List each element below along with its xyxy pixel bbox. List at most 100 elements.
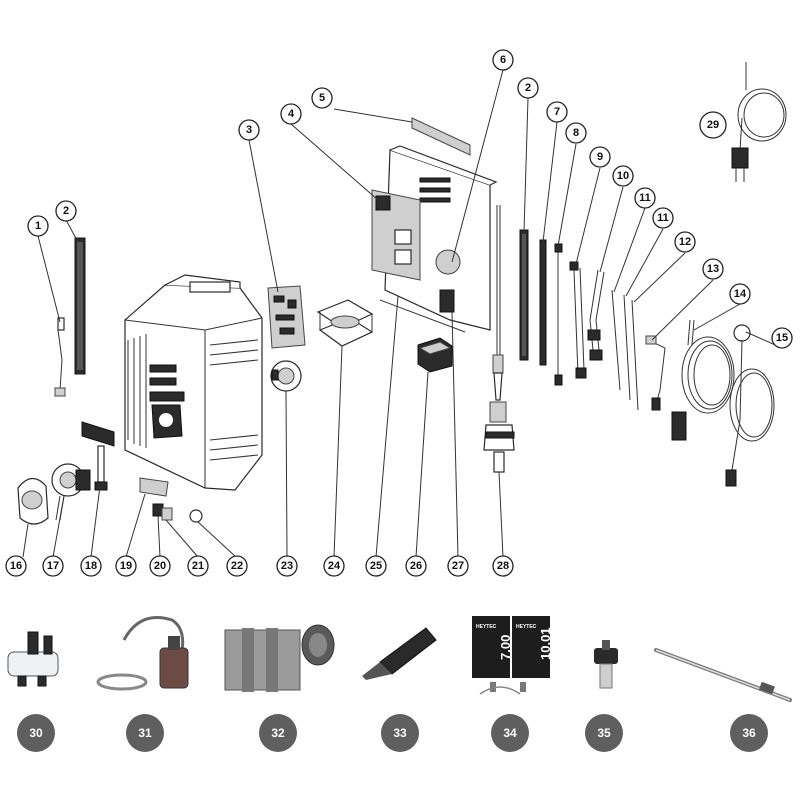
callout-10: 10 [612, 165, 634, 187]
svg-text:2: 2 [63, 205, 69, 217]
part-7-duct [539, 239, 547, 366]
accessory-35-adapter [594, 640, 618, 689]
svg-text:17: 17 [47, 560, 59, 572]
badge-32: 32 [259, 714, 297, 752]
svg-text:14: 14 [734, 288, 747, 300]
callout-12: 12 [674, 231, 696, 253]
svg-text:25: 25 [370, 560, 382, 572]
part-14-coiled-cable [671, 319, 735, 441]
callout-21: 21 [187, 555, 209, 577]
callout-28: 28 [492, 555, 514, 577]
svg-text:13: 13 [707, 263, 719, 275]
badge-33: 33 [381, 714, 419, 752]
accessory-33-probe [362, 627, 437, 680]
part-19-board [139, 477, 169, 497]
callout-22: 22 [226, 555, 248, 577]
part-24-fan [316, 299, 374, 347]
svg-text:32: 32 [271, 726, 285, 740]
svg-text:1: 1 [35, 220, 41, 232]
callout-20: 20 [149, 555, 171, 577]
svg-text:36: 36 [742, 726, 756, 740]
part-26-transformer [417, 337, 453, 373]
part-10-wire-set [587, 269, 605, 361]
svg-text:12: 12 [679, 236, 691, 248]
svg-text:6: 6 [500, 54, 506, 66]
svg-text:20: 20 [154, 560, 166, 572]
callout-13: 13 [702, 258, 724, 280]
svg-text:33: 33 [393, 726, 407, 740]
part-13-wire-harness [645, 335, 666, 411]
callout-29: 29 [699, 111, 727, 139]
part-5-rail [411, 117, 471, 156]
callout-15: 15 [771, 327, 793, 349]
svg-text:28: 28 [497, 560, 509, 572]
callout-11-a: 11 [634, 187, 656, 209]
accessory-36-rod [654, 648, 792, 702]
svg-text:2: 2 [525, 82, 531, 94]
svg-text:26: 26 [410, 560, 422, 572]
callout-4: 4 [280, 103, 302, 125]
part-22-nut [189, 509, 203, 523]
badge-30: 30 [17, 714, 55, 752]
part-29-power-cord [731, 62, 787, 182]
part-21-connector [161, 507, 173, 521]
accessory-30-flow-cell [7, 631, 59, 687]
svg-text:11: 11 [657, 212, 669, 224]
callout-7: 7 [546, 101, 568, 123]
part-1-sensor-cable [54, 317, 66, 397]
svg-text:15: 15 [776, 332, 788, 344]
callout-14: 14 [729, 283, 751, 305]
part-8-wire [554, 243, 563, 386]
callout-2-right: 2 [517, 77, 539, 99]
callout-17: 17 [42, 555, 64, 577]
part-12-wire [631, 299, 639, 411]
kit-value-left: 7.00 [498, 635, 513, 660]
part-16-cover [17, 477, 49, 525]
part-23-pump-head [270, 360, 302, 392]
callout-26: 26 [405, 555, 427, 577]
svg-text:30: 30 [29, 726, 43, 740]
svg-text:35: 35 [597, 726, 611, 740]
svg-text:7: 7 [554, 106, 560, 118]
part-18-display-board [81, 421, 115, 491]
svg-text:4: 4 [288, 108, 295, 120]
svg-text:29: 29 [707, 119, 719, 131]
svg-text:11: 11 [639, 192, 651, 204]
part-15-sensor-coil [725, 324, 775, 487]
callout-5: 5 [311, 87, 333, 109]
svg-text:21: 21 [192, 560, 204, 572]
callout-9: 9 [589, 146, 611, 168]
svg-text:31: 31 [138, 726, 152, 740]
svg-text:5: 5 [319, 92, 325, 104]
part-17-pump [51, 463, 91, 521]
kit-value-right: 10.01 [538, 627, 553, 660]
svg-text:8: 8 [573, 127, 579, 139]
main-housing [124, 274, 263, 491]
accessory-32-pipe-fitting [224, 624, 335, 692]
part-28-electrode [483, 205, 515, 473]
svg-text:27: 27 [452, 560, 464, 572]
part-2-cable-duct-right [519, 229, 529, 361]
kit-brand-left: HEYTEC [476, 624, 497, 630]
svg-text:9: 9 [597, 151, 603, 163]
svg-text:19: 19 [120, 560, 132, 572]
callout-1: 1 [27, 215, 49, 237]
callout-24: 24 [323, 555, 345, 577]
accessory-31-holder-tubing [96, 616, 189, 691]
callout-16: 16 [5, 555, 27, 577]
badge-34: 34 [491, 714, 529, 752]
badge-36: 36 [730, 714, 768, 752]
svg-text:16: 16 [10, 560, 22, 572]
callout-11-b: 11 [652, 207, 674, 229]
part-25-mounting-plate [371, 145, 498, 333]
kit-brand-right: HEYTEC [516, 624, 537, 630]
callout-2-left: 2 [55, 200, 77, 222]
callout-8: 8 [565, 122, 587, 144]
svg-text:3: 3 [246, 124, 252, 136]
svg-text:18: 18 [85, 560, 97, 572]
svg-text:34: 34 [503, 726, 517, 740]
part-9-wire-set [569, 261, 587, 379]
accessory-34-calibration-kit: HEYTEC HEYTEC 7.00 10.01 [472, 616, 553, 695]
svg-text:24: 24 [328, 560, 341, 572]
